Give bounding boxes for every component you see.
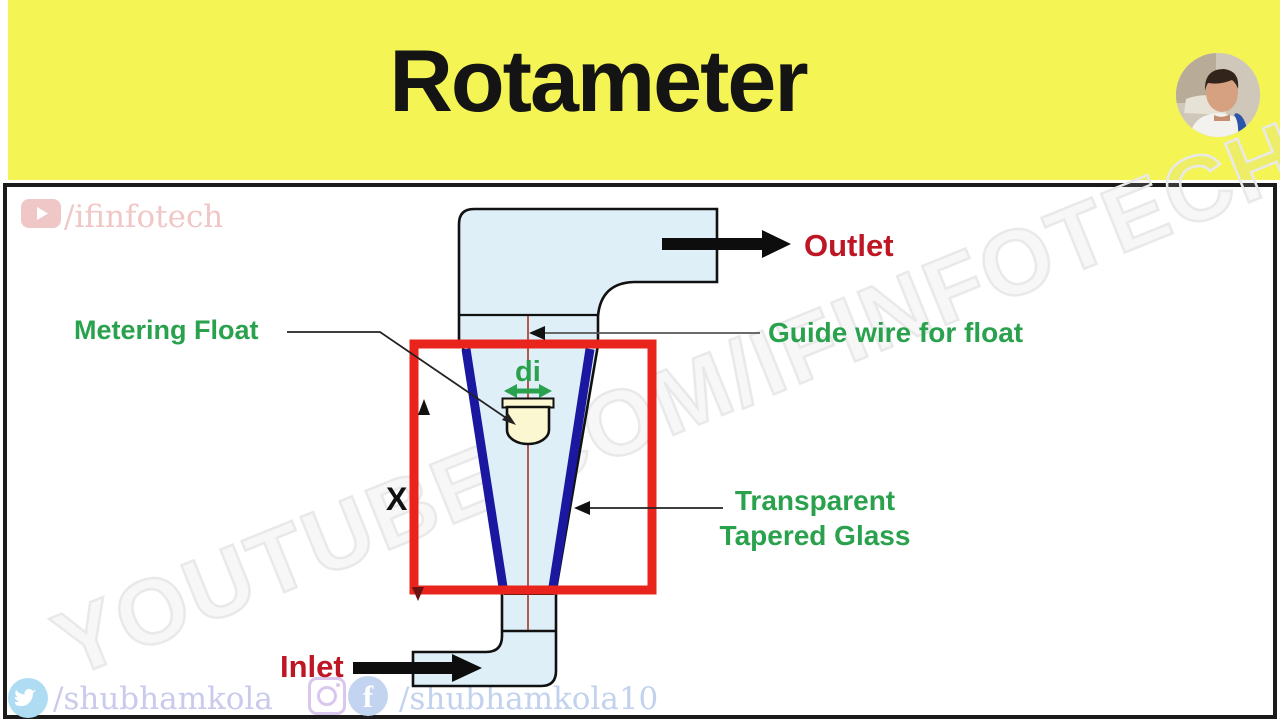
inlet-label: Inlet bbox=[280, 649, 344, 684]
di-arrowhead-right bbox=[539, 384, 552, 398]
avatar bbox=[1176, 53, 1260, 137]
taper-wall-right bbox=[548, 348, 595, 588]
youtube-icon bbox=[21, 199, 61, 228]
di-dimension-label: di bbox=[515, 356, 541, 388]
title-banner: Rotameter bbox=[8, 0, 1280, 180]
tapered-glass-label-line2: Tapered Glass bbox=[719, 520, 911, 551]
taper-wall-left bbox=[461, 348, 508, 588]
twitter-handle-watermark: /shubhamkola bbox=[53, 681, 273, 717]
instagram-lens bbox=[317, 686, 337, 706]
tapered-glass-label: Transparent Tapered Glass bbox=[715, 483, 915, 553]
glass-tube-body bbox=[411, 207, 719, 688]
instagram-icon bbox=[308, 677, 346, 715]
avatar-illustration bbox=[1176, 53, 1260, 137]
guide-wire-arrowhead bbox=[529, 326, 545, 340]
highlight-box bbox=[409, 339, 657, 595]
metering-float-leader bbox=[287, 331, 513, 423]
outlet-arrowhead bbox=[762, 230, 791, 258]
x-dimension-arrow-up bbox=[418, 399, 430, 415]
page-title: Rotameter bbox=[389, 31, 808, 130]
instagram-dot bbox=[336, 683, 340, 687]
float-body bbox=[505, 405, 551, 446]
outlet-label: Outlet bbox=[804, 228, 894, 263]
youtube-handle-watermark: /ifinfotech bbox=[64, 199, 224, 235]
inlet-arrowhead bbox=[452, 654, 482, 682]
metering-float-arrowhead bbox=[502, 413, 516, 425]
facebook-icon: f bbox=[348, 676, 388, 716]
metering-float-label: Metering Float bbox=[74, 315, 259, 345]
x-dimension-arrow-down bbox=[412, 587, 424, 601]
x-dimension-label: X bbox=[386, 481, 408, 517]
tapered-glass-label-line1: Transparent bbox=[734, 485, 896, 516]
tapered-glass-arrowhead bbox=[574, 501, 590, 515]
twitter-icon bbox=[8, 678, 48, 718]
guide-wire-label: Guide wire for float bbox=[768, 317, 1024, 348]
di-arrowhead-left bbox=[504, 384, 517, 398]
